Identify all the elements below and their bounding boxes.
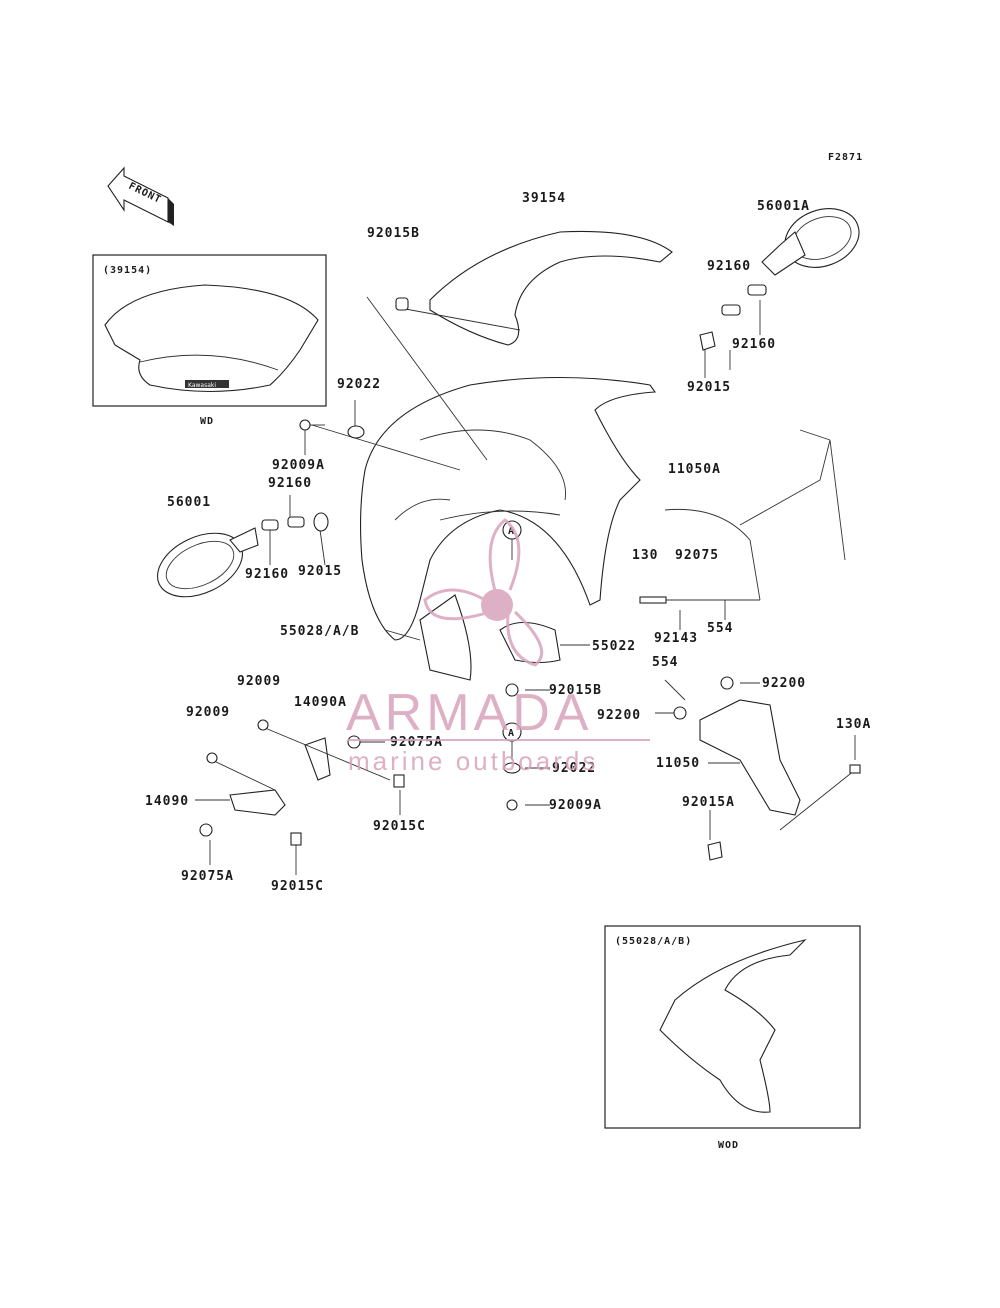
part-labels: 39154 56001A 92015B 92160 92160 92015 92… [145,191,871,894]
windshield-shape [104,284,319,393]
part-label: 554 [707,621,733,636]
part-label: 92200 [762,676,806,691]
part-label: 92200 [597,708,641,723]
part-label: 92160 [707,259,751,274]
part-label: 92015C [373,819,426,834]
part-label: 92015 [298,564,342,579]
part-label: 56001 [167,495,211,510]
windshield-inset: (39154) Kawasaki [92,254,327,407]
part-label: 92022 [552,761,596,776]
part-label: 92015 [687,380,731,395]
propeller-hub-icon [481,589,513,621]
bracket-11050 [699,699,801,816]
figure-code: F2871 [828,152,863,163]
part-label: 130 [632,548,658,563]
part-label: 92075A [390,735,443,750]
cowl-inset-caption: WOD [718,1140,739,1151]
cowl-inset-title: (55028/A/B) [615,936,692,947]
watermark: ARMADA marine outboards [346,518,650,776]
part-label: 92009A [272,458,325,473]
bracket-14090A [304,737,331,781]
part-label: 92075 [675,548,719,563]
windshield-39154 [429,230,673,346]
part-label: 92015C [271,879,324,894]
windshield-inset-title: (39154) [103,265,152,276]
part-label: 92160 [268,476,312,491]
propeller-logo-icon [423,518,544,667]
part-label: 92009A [549,798,602,813]
part-label: 92015B [367,226,420,241]
part-label: 55022 [592,639,636,654]
watermark-brand: ARMADA [346,684,592,742]
front-arrow-icon: FRONT [107,166,174,226]
left-mirror-56001 [156,527,259,598]
right-mirror-56001A [761,208,860,276]
watermark-tagline: marine outboards [348,746,598,776]
kawasaki-badge-icon [185,380,229,388]
part-label: 92075A [181,869,234,884]
part-label: 92160 [732,337,776,352]
part-label: 92009 [237,674,281,689]
part-label: 92022 [337,377,381,392]
part-label: 130A [836,717,871,732]
part-label: 39154 [522,191,566,206]
part-label: 14090 [145,794,189,809]
svg-text:A: A [508,526,515,537]
part-label: 92015A [682,795,735,810]
svg-text:A: A [508,728,515,739]
part-label: 55028/A/B [280,624,359,639]
windshield-inset-caption: WD [200,416,214,427]
part-label: 554 [652,655,678,670]
bracket-14090 [229,789,286,816]
part-label: 92160 [245,567,289,582]
part-label: 11050A [668,462,721,477]
stay-11050A [664,508,761,601]
lower-cowl-piece [419,594,472,681]
kawasaki-badge-text: Kawasaki [188,382,216,389]
part-label: 56001A [757,199,810,214]
cowl-inset: (55028/A/B) [604,925,861,1129]
leader-lines [195,296,856,875]
part-label: 14090A [294,695,347,710]
part-label: 92009 [186,705,230,720]
part-label: 92143 [654,631,698,646]
part-label: 92015B [549,683,602,698]
fastener-icons [199,284,861,861]
upper-cowl-55028 [360,376,657,641]
part-label: 11050 [656,756,700,771]
